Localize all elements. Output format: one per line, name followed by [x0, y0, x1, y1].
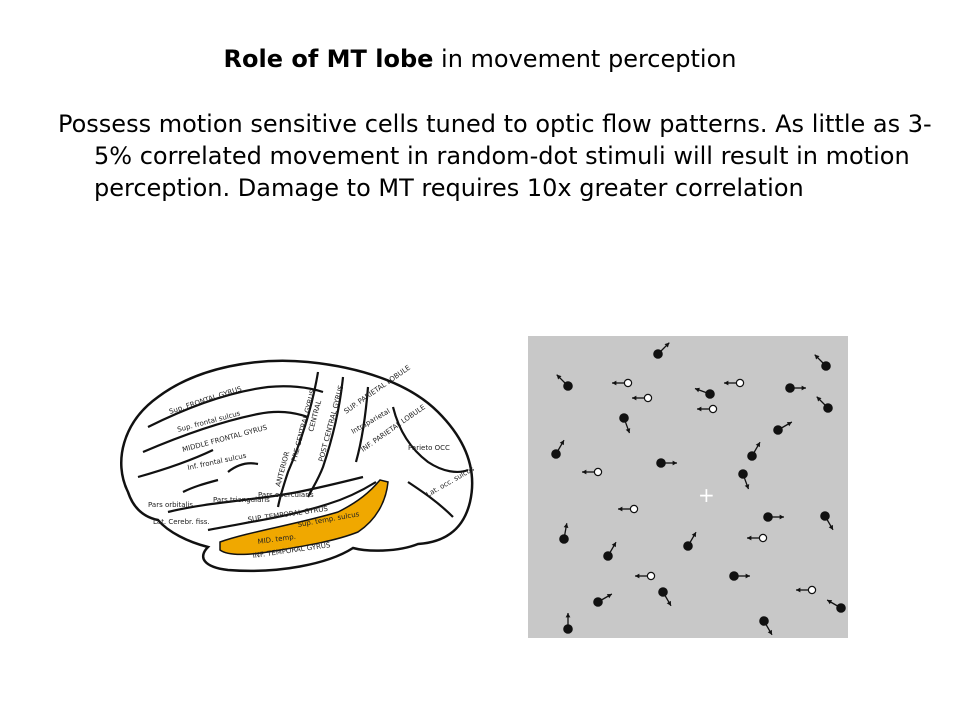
- slide-title-bold: Role of MT lobe: [223, 45, 434, 73]
- slide-title-rest: in movement perception: [433, 45, 737, 73]
- label-pars-triangularis: Pars triangularis: [213, 496, 270, 504]
- moving-dot: [593, 593, 613, 607]
- moving-dot: [563, 613, 573, 634]
- moving-dot: [582, 467, 603, 477]
- label-lat-fiss: Lat. Cerebr. fiss.: [153, 518, 210, 526]
- body-paragraph: Possess motion sensitive cells tuned to …: [58, 110, 932, 202]
- moving-dot: [551, 439, 565, 459]
- random-dot-stimulus: +: [528, 336, 848, 638]
- mt-highlight-region: [219, 479, 389, 556]
- moving-dot: [796, 585, 817, 595]
- moving-dot: [826, 599, 846, 613]
- fixation-cross: +: [698, 483, 715, 507]
- moving-dot: [653, 342, 670, 359]
- label-pars-orbitalis: Pars orbitalis: [148, 501, 193, 509]
- moving-dot: [556, 374, 573, 391]
- moving-dot: [724, 378, 745, 388]
- moving-dot: [618, 504, 639, 514]
- moving-dot: [612, 378, 633, 388]
- moving-dot: [559, 523, 569, 544]
- brain-outline: [120, 359, 474, 573]
- moving-dot: [694, 387, 715, 399]
- moving-dot: [658, 587, 672, 607]
- moving-dot: [603, 541, 617, 561]
- moving-dot: [656, 458, 677, 468]
- sulci-lines: [137, 371, 469, 532]
- moving-dot: [820, 511, 834, 531]
- moving-dot: [785, 383, 806, 393]
- moving-dot: [763, 512, 784, 522]
- moving-dot: [697, 404, 718, 414]
- moving-dot: [773, 421, 793, 435]
- moving-dot: [635, 571, 656, 581]
- moving-dot: [747, 441, 761, 461]
- label-parieto-occ: Parieto OCC: [408, 444, 450, 452]
- moving-dot: [729, 571, 750, 581]
- moving-dot: [619, 413, 631, 434]
- slide-title: Role of MT lobe in movement perception: [0, 42, 960, 76]
- moving-dot: [747, 533, 768, 543]
- moving-dot: [759, 616, 773, 636]
- moving-dot: [816, 396, 833, 413]
- moving-dot: [683, 531, 697, 551]
- moving-dot: [738, 469, 750, 490]
- moving-dot: [814, 354, 831, 371]
- brain-diagram: Sup. FRONTAL GYRUS Sup. frontal sulcus M…: [120, 359, 476, 573]
- label-pars-opercularis: Pars opercularis: [258, 491, 314, 499]
- moving-dot: [632, 393, 653, 403]
